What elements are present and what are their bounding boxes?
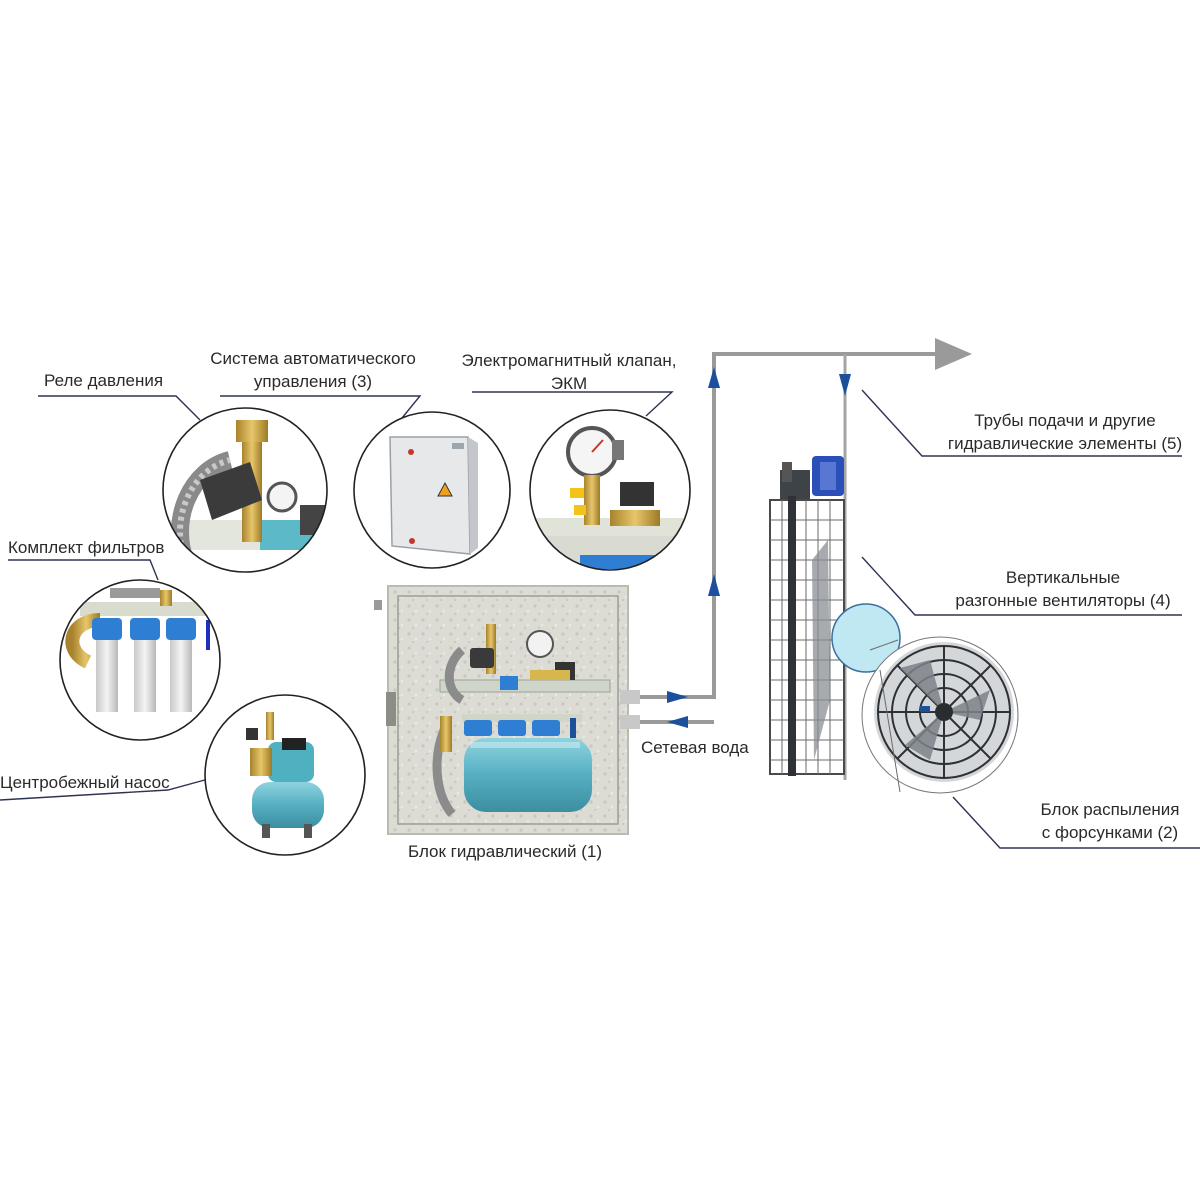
leader-filters [8,559,159,581]
spray-fan-zoom [861,636,1019,794]
flow-arrow-out [667,691,688,703]
label-spray-line2: с форсунками (2) [1041,823,1179,842]
label-auto-control-line2: управления (3) [253,372,373,391]
leader-pipes [861,389,1182,457]
label-pipes: Трубы подачи и другие гидравлические эле… [940,409,1190,455]
label-fans-line1: Вертикальные [1005,568,1121,587]
flow-arrow-in [667,716,688,728]
label-hydraulic-block: Блок гидравлический (1) [407,842,602,861]
pressure-relay-zoom [162,407,328,573]
label-spray-block: Блок распыления с форсунками (2) [1020,798,1200,844]
label-pipes-line2: гидравлические элементы (5) [947,434,1183,453]
flow-arrows [667,367,851,728]
label-pipes-line1: Трубы подачи и другие [974,411,1156,430]
label-auto-control-line1: Система автоматического [210,349,416,368]
flow-arrow-down [839,374,851,396]
flow-arrow-up-2 [708,367,720,388]
leader-pressure-relay [38,395,201,421]
fan-unit-image [769,456,901,776]
label-fans-line2: разгонные вентиляторы (4) [955,591,1171,610]
hydraulic-block-image [374,585,640,835]
leader-lines [0,389,1200,849]
label-auto-control: Система автоматического управления (3) [210,347,416,393]
label-fans: Вертикальные разгонные вентиляторы (4) [948,566,1178,612]
label-pump: Центробежный насос [0,773,170,792]
auto-control-zoom [353,411,511,569]
leader-solenoid [472,391,674,417]
label-spray-line1: Блок распыления [1040,800,1180,819]
flow-arrow-up-1 [708,574,720,596]
warning-icon [437,481,453,497]
label-pressure-relay: Реле давления [44,371,164,390]
label-solenoid-line1: Электромагнитный клапан, [461,351,677,370]
leader-fans [861,556,1182,616]
solenoid-valve-zoom [529,409,691,571]
leader-pump [0,777,213,801]
label-solenoid-line2: ЭКМ [550,374,588,393]
label-solenoid-valve: Электромагнитный клапан, ЭКМ [458,349,680,395]
supply-arrowhead [935,338,972,370]
pump-zoom [204,694,366,856]
leader-spray [952,796,1200,849]
leader-auto-control [220,395,422,419]
label-mains-water: Сетевая вода [641,738,749,757]
label-filters: Комплект фильтров [8,538,165,557]
filters-zoom [59,579,221,741]
